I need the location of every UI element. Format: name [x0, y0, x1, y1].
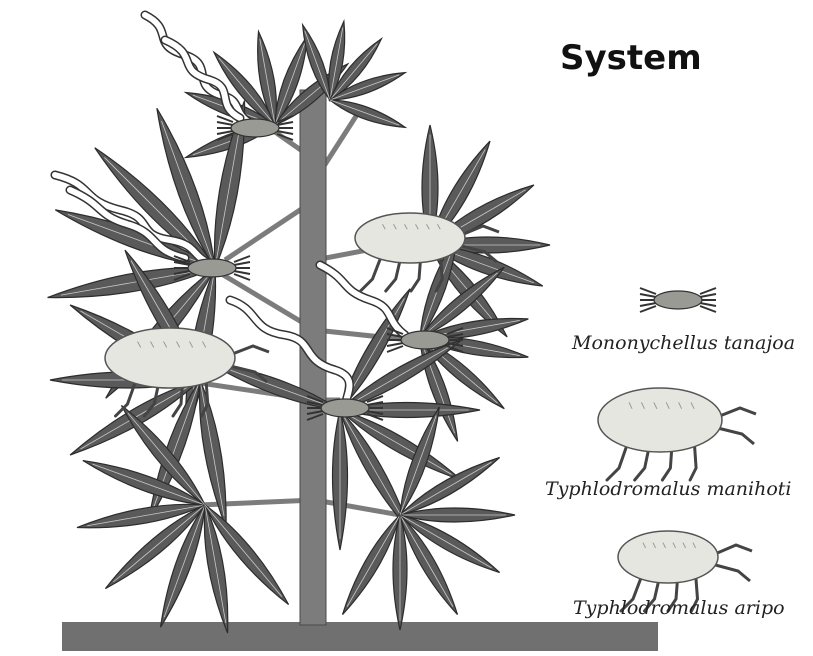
legend-label-mononychellus-tanajoa: Mononychellus tanajoa [572, 332, 795, 354]
leaf-clusters [48, 21, 550, 633]
mite-leg [387, 343, 403, 346]
mite-body [598, 388, 722, 452]
mite-leg [640, 306, 656, 312]
mite-leg [387, 346, 403, 352]
mite-body [188, 259, 236, 277]
mite-leg [234, 274, 250, 280]
mite-body [231, 119, 279, 137]
small-mite [217, 116, 293, 140]
web-thread [320, 265, 405, 335]
small-mite [387, 328, 463, 352]
mite-leg [217, 122, 233, 125]
mite-leg [700, 294, 716, 297]
mite-leg [700, 303, 716, 306]
typhlodromalus-manihoti-mite-icon [598, 388, 756, 480]
top-leaf-vein [330, 100, 399, 125]
legend-label-typhlodromalus-manihoti: Typhlodromalus manihoti [545, 478, 792, 500]
ground-bar [62, 622, 658, 651]
mite-leg [234, 271, 250, 274]
small-mite [174, 256, 250, 280]
mite-leg [640, 303, 656, 306]
mite-leg [640, 294, 656, 297]
mite-leg [700, 306, 716, 312]
mite-body [105, 328, 235, 388]
lower-right-leaf-vein [347, 515, 400, 607]
mite-leg [700, 288, 716, 294]
mite-body [401, 331, 449, 349]
cassava-plant [48, 15, 658, 651]
mite-body [618, 531, 718, 583]
mite-body [355, 213, 465, 263]
mite-leg [234, 262, 250, 265]
web-thread [145, 15, 255, 125]
mite-leg [640, 288, 656, 294]
mite-leg [234, 256, 250, 262]
small-mite [307, 396, 383, 420]
legend-label-typhlodromalus-aripo: Typhlodromalus aripo [573, 597, 785, 619]
mite-body [654, 291, 702, 309]
mononychellus-mite-icon [640, 288, 716, 312]
mite-body [321, 399, 369, 417]
diagram-title: System [560, 38, 702, 78]
